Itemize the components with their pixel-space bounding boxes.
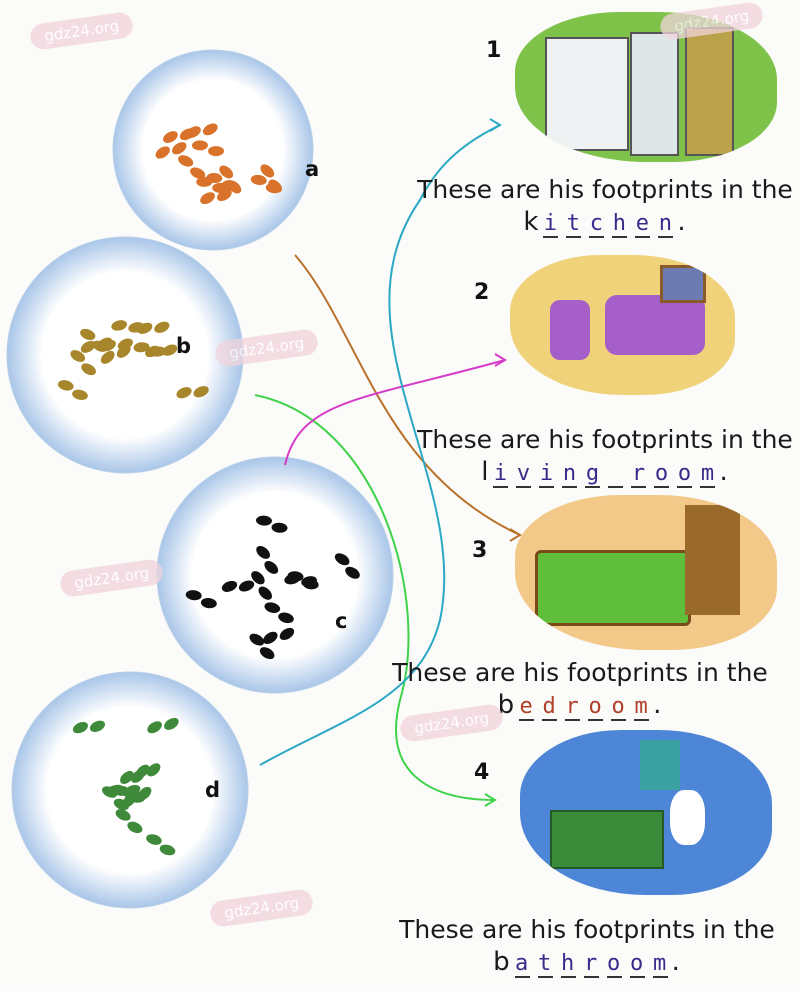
footprint xyxy=(115,809,143,834)
letter-blank[interactable]: h xyxy=(612,211,628,238)
circle-label-c: c xyxy=(335,609,348,633)
letter-blank[interactable]: o xyxy=(654,461,670,488)
room-number-4: 4 xyxy=(474,760,490,785)
letter-blank[interactable]: i xyxy=(493,461,509,488)
circle-label-a: a xyxy=(305,157,320,181)
letter-blank[interactable]: d xyxy=(542,694,558,721)
letter-blank[interactable]: n xyxy=(562,461,578,488)
footprint xyxy=(106,785,140,798)
footprint xyxy=(120,764,150,784)
full-stop: . xyxy=(671,947,681,977)
footprint xyxy=(57,380,88,401)
full-stop: . xyxy=(719,457,729,487)
letter-blank[interactable]: o xyxy=(611,694,627,721)
letter-blank[interactable]: v xyxy=(516,461,532,488)
footprint xyxy=(200,189,232,205)
letter-blank[interactable]: o xyxy=(606,951,622,978)
footprint xyxy=(122,786,152,808)
letter-blank[interactable]: m xyxy=(700,461,716,488)
footprint xyxy=(146,834,176,856)
caption-sentence: These are his footprints in the xyxy=(392,658,768,687)
room-number-1: 1 xyxy=(486,38,502,63)
footprint xyxy=(206,172,238,191)
footprint xyxy=(137,321,170,334)
letter-blank[interactable]: g xyxy=(585,461,601,488)
letter-blank[interactable] xyxy=(608,462,624,488)
footprint xyxy=(100,344,131,364)
letter-blank[interactable]: m xyxy=(652,951,668,978)
letter-blank[interactable]: m xyxy=(634,694,650,721)
footprint xyxy=(186,123,218,139)
room-number-3: 3 xyxy=(472,538,488,563)
footprint xyxy=(72,720,105,734)
living-room-picture xyxy=(510,255,735,395)
footprint xyxy=(147,717,179,734)
room-number-2: 2 xyxy=(474,280,490,305)
caption-sentence: These are his footprints in the xyxy=(399,915,775,944)
footprint xyxy=(221,580,255,592)
footprint xyxy=(155,142,187,159)
given-letter: b xyxy=(493,947,511,977)
footprint xyxy=(178,155,206,179)
footprint xyxy=(133,342,167,357)
full-stop: . xyxy=(677,207,687,237)
letter-blank[interactable]: o xyxy=(677,461,693,488)
letter-blank[interactable]: h xyxy=(560,951,576,978)
caption-sentence: These are his footprints in the xyxy=(417,425,793,454)
caption-sentence: These are his footprints in the xyxy=(417,175,793,204)
letter-blank[interactable]: r xyxy=(583,951,599,978)
letter-blank[interactable]: a xyxy=(514,951,530,978)
letter-blank[interactable]: r xyxy=(565,694,581,721)
letter-blank[interactable]: e xyxy=(519,694,535,721)
bathroom-picture xyxy=(520,730,772,895)
bedroom-picture xyxy=(515,495,777,650)
letter-blank[interactable]: r xyxy=(631,461,647,488)
letter-blank[interactable]: e xyxy=(635,211,651,238)
circle-label-b: b xyxy=(176,334,192,358)
letter-blank[interactable]: i xyxy=(543,211,559,238)
kitchen-picture xyxy=(515,12,777,162)
full-stop: . xyxy=(653,690,663,720)
footprint xyxy=(191,140,225,157)
footprint xyxy=(185,590,217,609)
letter-blank[interactable]: t xyxy=(566,211,582,238)
letter-blank[interactable]: i xyxy=(539,461,555,488)
footprint xyxy=(176,386,209,399)
footprint xyxy=(70,350,96,376)
letter-blank[interactable]: o xyxy=(588,694,604,721)
letter-blank[interactable]: t xyxy=(537,951,553,978)
letter-blank[interactable]: n xyxy=(658,211,674,238)
given-letter: k xyxy=(523,207,540,237)
circle-label-d: d xyxy=(205,778,221,802)
given-letter: l xyxy=(481,457,490,487)
letter-blank[interactable]: o xyxy=(629,951,645,978)
letter-blank[interactable]: c xyxy=(589,211,605,238)
